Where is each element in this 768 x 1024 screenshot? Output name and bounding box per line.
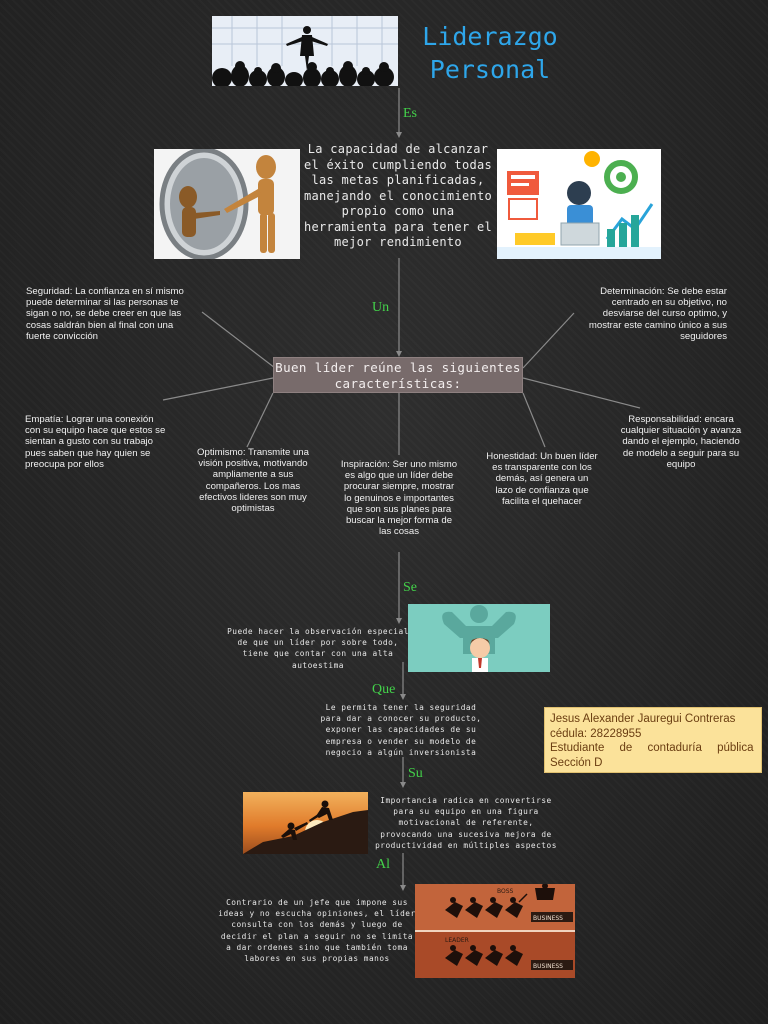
helping-hand-image	[243, 792, 368, 854]
author-name: Jesus Alexander Jauregui Contreras	[550, 713, 736, 725]
connector-se: Se	[403, 580, 417, 595]
line-empatia	[162, 377, 274, 401]
line-responsabilidad	[522, 377, 641, 409]
contrario-jefe-text: Contrario de un jefe que impone sus idea…	[218, 898, 416, 964]
boss-vs-leader-image: BOSS BUSINESS LEADER BUSINESS	[415, 884, 575, 978]
line-determinacion	[522, 312, 575, 369]
connector-al: Al	[376, 857, 390, 872]
business-label-bottom: BUSINESS	[533, 963, 563, 970]
title-line-2: Personal	[429, 55, 551, 84]
connector-que: Que	[372, 682, 396, 697]
line-honestidad	[522, 392, 546, 448]
leader-label: LEADER	[445, 937, 469, 944]
confident-leader-image	[408, 604, 550, 672]
author-estudiante-text: Estudiante de contaduría pública	[550, 742, 754, 754]
mirror-mannequin-image	[154, 149, 300, 259]
line-seguridad	[201, 311, 276, 369]
line-optimismo	[246, 392, 274, 448]
connector-un: Un	[372, 300, 390, 315]
trait-empatia: Empatía: Lograr una conexión con su equi…	[25, 414, 166, 470]
trait-responsabilidad: Responsabilidad: encara cualquier situac…	[620, 414, 742, 470]
importancia-text: Importancia radica en convertirse para s…	[375, 796, 557, 850]
leadership-definition: La capacidad de alcanzar el éxito cumpli…	[303, 142, 493, 249]
author-cedula: cédula: 28228955	[550, 727, 642, 740]
page-title: Liderazgo Personal	[410, 20, 570, 86]
trait-inspiracion: Inspiración: Ser uno mismo es algo que u…	[340, 459, 458, 538]
business-label-top: BUSINESS	[533, 915, 563, 922]
author-card: Jesus Alexander Jauregui Contreras cédul…	[544, 707, 762, 773]
boss-label: BOSS	[497, 888, 514, 895]
observacion-autoestima: Puede hacer la observación especial de q…	[227, 627, 409, 670]
author-estudiante: Estudiante de contaduría pública	[550, 741, 757, 756]
seguridad-producto-text: Le permita tener la seguridad para dar a…	[320, 703, 482, 757]
connector-es: Es	[403, 106, 417, 121]
author-seccion: Sección D	[550, 756, 603, 769]
central-characteristics-box: Buen líder reúne las siguientes caracter…	[273, 357, 523, 393]
trait-determinacion: Determinación: Se debe estar centrado en…	[588, 286, 727, 342]
trait-optimismo: Optimismo: Transmite una visión positiva…	[197, 447, 309, 515]
leader-audience-image	[212, 16, 398, 86]
connector-su: Su	[408, 766, 423, 781]
title-line-1: Liderazgo	[422, 22, 558, 51]
trait-honestidad: Honestidad: Un buen líder es transparent…	[486, 451, 598, 507]
trait-seguridad: Seguridad: La confianza en sí mismo pued…	[26, 286, 184, 342]
knowledge-illustration-image	[497, 149, 661, 259]
